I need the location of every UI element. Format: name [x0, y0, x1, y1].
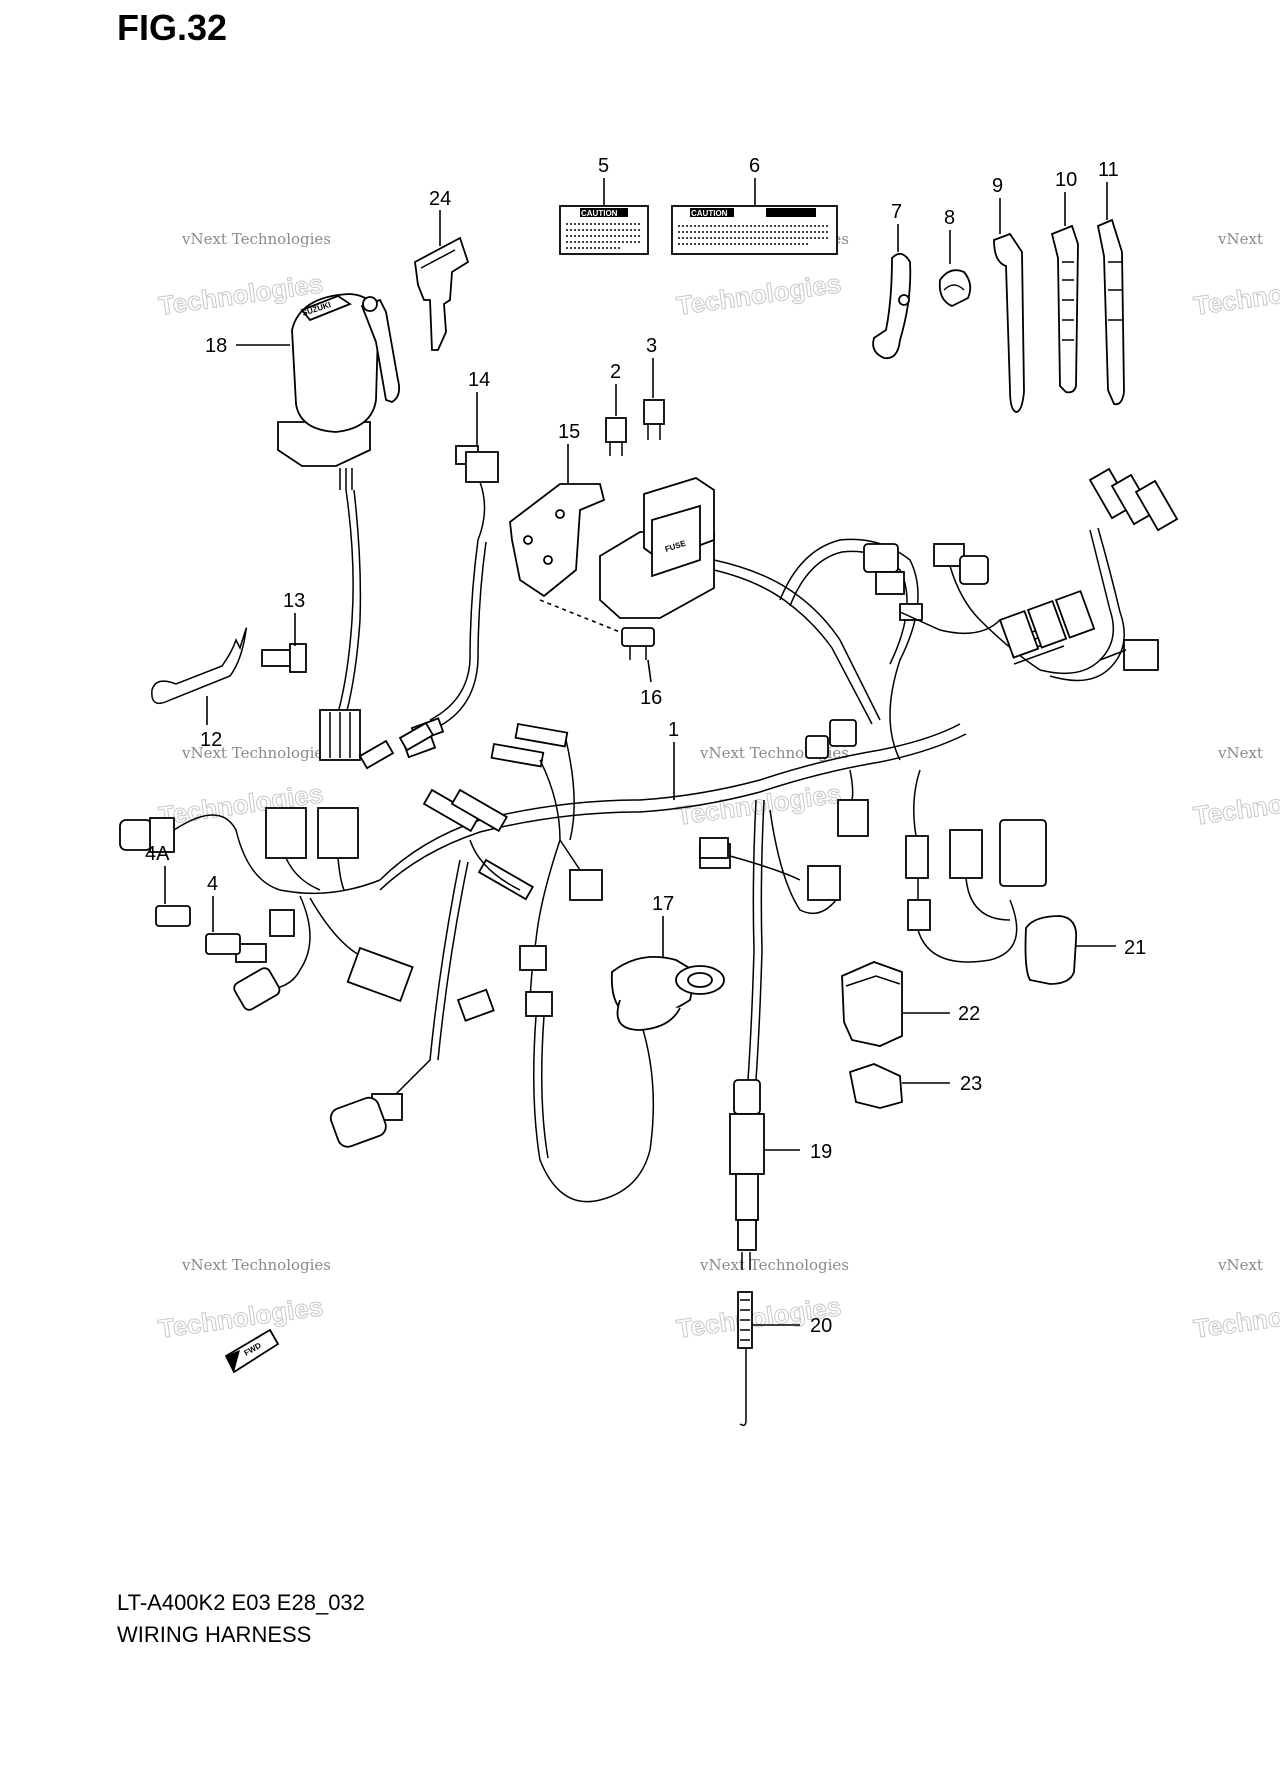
- watermark-text: vNext: [1217, 230, 1263, 248]
- part-3-fuse: [643, 399, 665, 440]
- callout-6: 6: [749, 155, 760, 177]
- part-4a-connector: [155, 905, 191, 927]
- part-2-fuse: [605, 417, 627, 456]
- watermark-text: vNext Technologies: [181, 230, 331, 248]
- fwd-arrow-icon: FWD: [224, 1328, 280, 1374]
- watermark-text: vNext Technologies: [181, 744, 331, 762]
- watermark-top-right: vNext Technologies: [1191, 230, 1280, 321]
- part-1-main-harness: [119, 467, 1179, 1203]
- watermark-text: vNext: [1217, 744, 1263, 762]
- part-9-cable-tie: [993, 232, 1025, 413]
- callout-4a: 4A: [145, 843, 170, 865]
- watermark-outline: Technologies: [1192, 778, 1280, 831]
- model-code: LT-A400K2 E03 E28_032: [117, 1590, 365, 1615]
- dashed-guide: [539, 599, 621, 633]
- callout-19: 19: [810, 1141, 832, 1163]
- part-23-bracket: [848, 1063, 903, 1109]
- callout-24: 24: [429, 188, 451, 210]
- callout-3: 3: [646, 335, 657, 357]
- watermark-outline: Technologies: [1192, 268, 1280, 321]
- callout-11: 11: [1098, 159, 1119, 181]
- part-22-cover: [841, 961, 903, 1047]
- part-5-caution-label: CAUTION: [559, 205, 649, 255]
- part-18-ignition-switch: SUZUKI: [277, 293, 401, 490]
- watermark-outline: Technologies: [675, 268, 843, 321]
- watermark-text: vNext Technologies: [699, 1256, 849, 1274]
- part-6-caution-label: CAUTION: [671, 205, 838, 255]
- callout-15: 15: [558, 421, 580, 443]
- watermark-text: vNext Technologies: [181, 1256, 331, 1274]
- callout-2: 2: [610, 361, 621, 383]
- part-13-bolt: [261, 643, 307, 673]
- callout-16: 16: [640, 687, 662, 709]
- part-7-clamp: [872, 252, 912, 360]
- part-21-relay: [1024, 915, 1078, 985]
- figure-title: FIG.32: [117, 7, 227, 48]
- fuse-box: FUSE: [599, 477, 715, 619]
- part-8-clamp: [938, 269, 972, 307]
- callout-21: 21: [1124, 937, 1146, 959]
- part-12-wire-clamp: [151, 627, 248, 705]
- part-19-sensor: [729, 1079, 765, 1270]
- callout-4: 4: [207, 873, 218, 895]
- part-15-bracket: [509, 483, 606, 598]
- part-4-connector: [205, 933, 241, 955]
- callout-18: 18: [205, 335, 227, 357]
- figure-caption: WIRING HARNESS: [117, 1622, 311, 1647]
- watermark-text: vNext: [1217, 1256, 1263, 1274]
- caution-text: CAUTION: [581, 209, 618, 218]
- caution-text: CAUTION: [691, 209, 728, 218]
- part-20-wire: [737, 1291, 753, 1427]
- watermark-bottom-left: vNext Technologies Technologies: [156, 1256, 331, 1344]
- part-24-key: [414, 236, 470, 351]
- part-16-screw: [621, 627, 655, 660]
- callout-22: 22: [958, 1003, 980, 1025]
- watermark-outline: Technologies: [157, 1291, 325, 1344]
- callout-23: 23: [960, 1073, 982, 1095]
- part-17-socket: [610, 955, 725, 1031]
- part-11-cable-tie: [1096, 218, 1125, 406]
- callout-13: 13: [283, 590, 305, 612]
- callout-17: 17: [652, 893, 674, 915]
- callout-8: 8: [944, 207, 955, 229]
- callout-9: 9: [992, 175, 1003, 197]
- part-10-cable-tie: [1050, 224, 1079, 394]
- watermark-bottom-right: vNext Technologies: [1191, 1256, 1280, 1344]
- callout-14: 14: [468, 369, 490, 391]
- callout-1: 1: [668, 719, 679, 741]
- callout-5: 5: [598, 155, 609, 177]
- callout-12: 12: [200, 729, 222, 751]
- callout-7: 7: [891, 201, 902, 223]
- leader-line: [647, 659, 652, 683]
- callout-20: 20: [810, 1315, 832, 1337]
- watermark-mid-right: vNext Technologies: [1191, 744, 1280, 831]
- callout-10: 10: [1055, 169, 1077, 191]
- watermark-outline: Technologies: [1192, 1291, 1280, 1344]
- part-14-connector: [455, 445, 499, 541]
